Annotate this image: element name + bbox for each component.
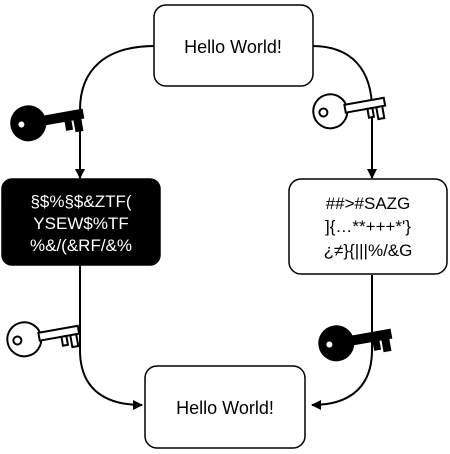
ciphertext-box-right: ##>#SAZG ]{…**+++*'} ¿≠}{|||%/&G xyxy=(288,178,448,275)
arrow-top-to-left xyxy=(75,45,156,179)
key-icon xyxy=(7,96,87,144)
ciphertext-left-line-2: YSEW$%TF xyxy=(33,214,128,233)
key-icon xyxy=(3,312,83,360)
key-icon xyxy=(309,84,389,132)
ciphertext-right-line-1: ##>#SAZG xyxy=(326,194,411,213)
ciphertext-right-line-3: ¿≠}{|||%/&G xyxy=(324,241,413,260)
key-icon xyxy=(315,316,395,364)
ciphertext-box-left: §$%§$&ZTF( YSEW$%TF %&/(&RF/&% xyxy=(1,178,161,266)
plaintext-box-top: Hello World! xyxy=(153,4,314,87)
ciphertext-left-line-3: %&/(&RF/&% xyxy=(30,236,132,255)
plaintext-bottom-line: Hello World! xyxy=(176,398,274,418)
arrow-left-to-bottom xyxy=(79,265,143,410)
arrow-right-to-bottom xyxy=(311,275,373,410)
ciphertext-right-line-2: ]{…**+++*'} xyxy=(325,217,411,236)
plaintext-box-bottom: Hello World! xyxy=(144,365,306,449)
ciphertext-left-line-1: §$%§$&ZTF( xyxy=(30,192,131,211)
plaintext-top-line: Hello World! xyxy=(184,37,282,57)
